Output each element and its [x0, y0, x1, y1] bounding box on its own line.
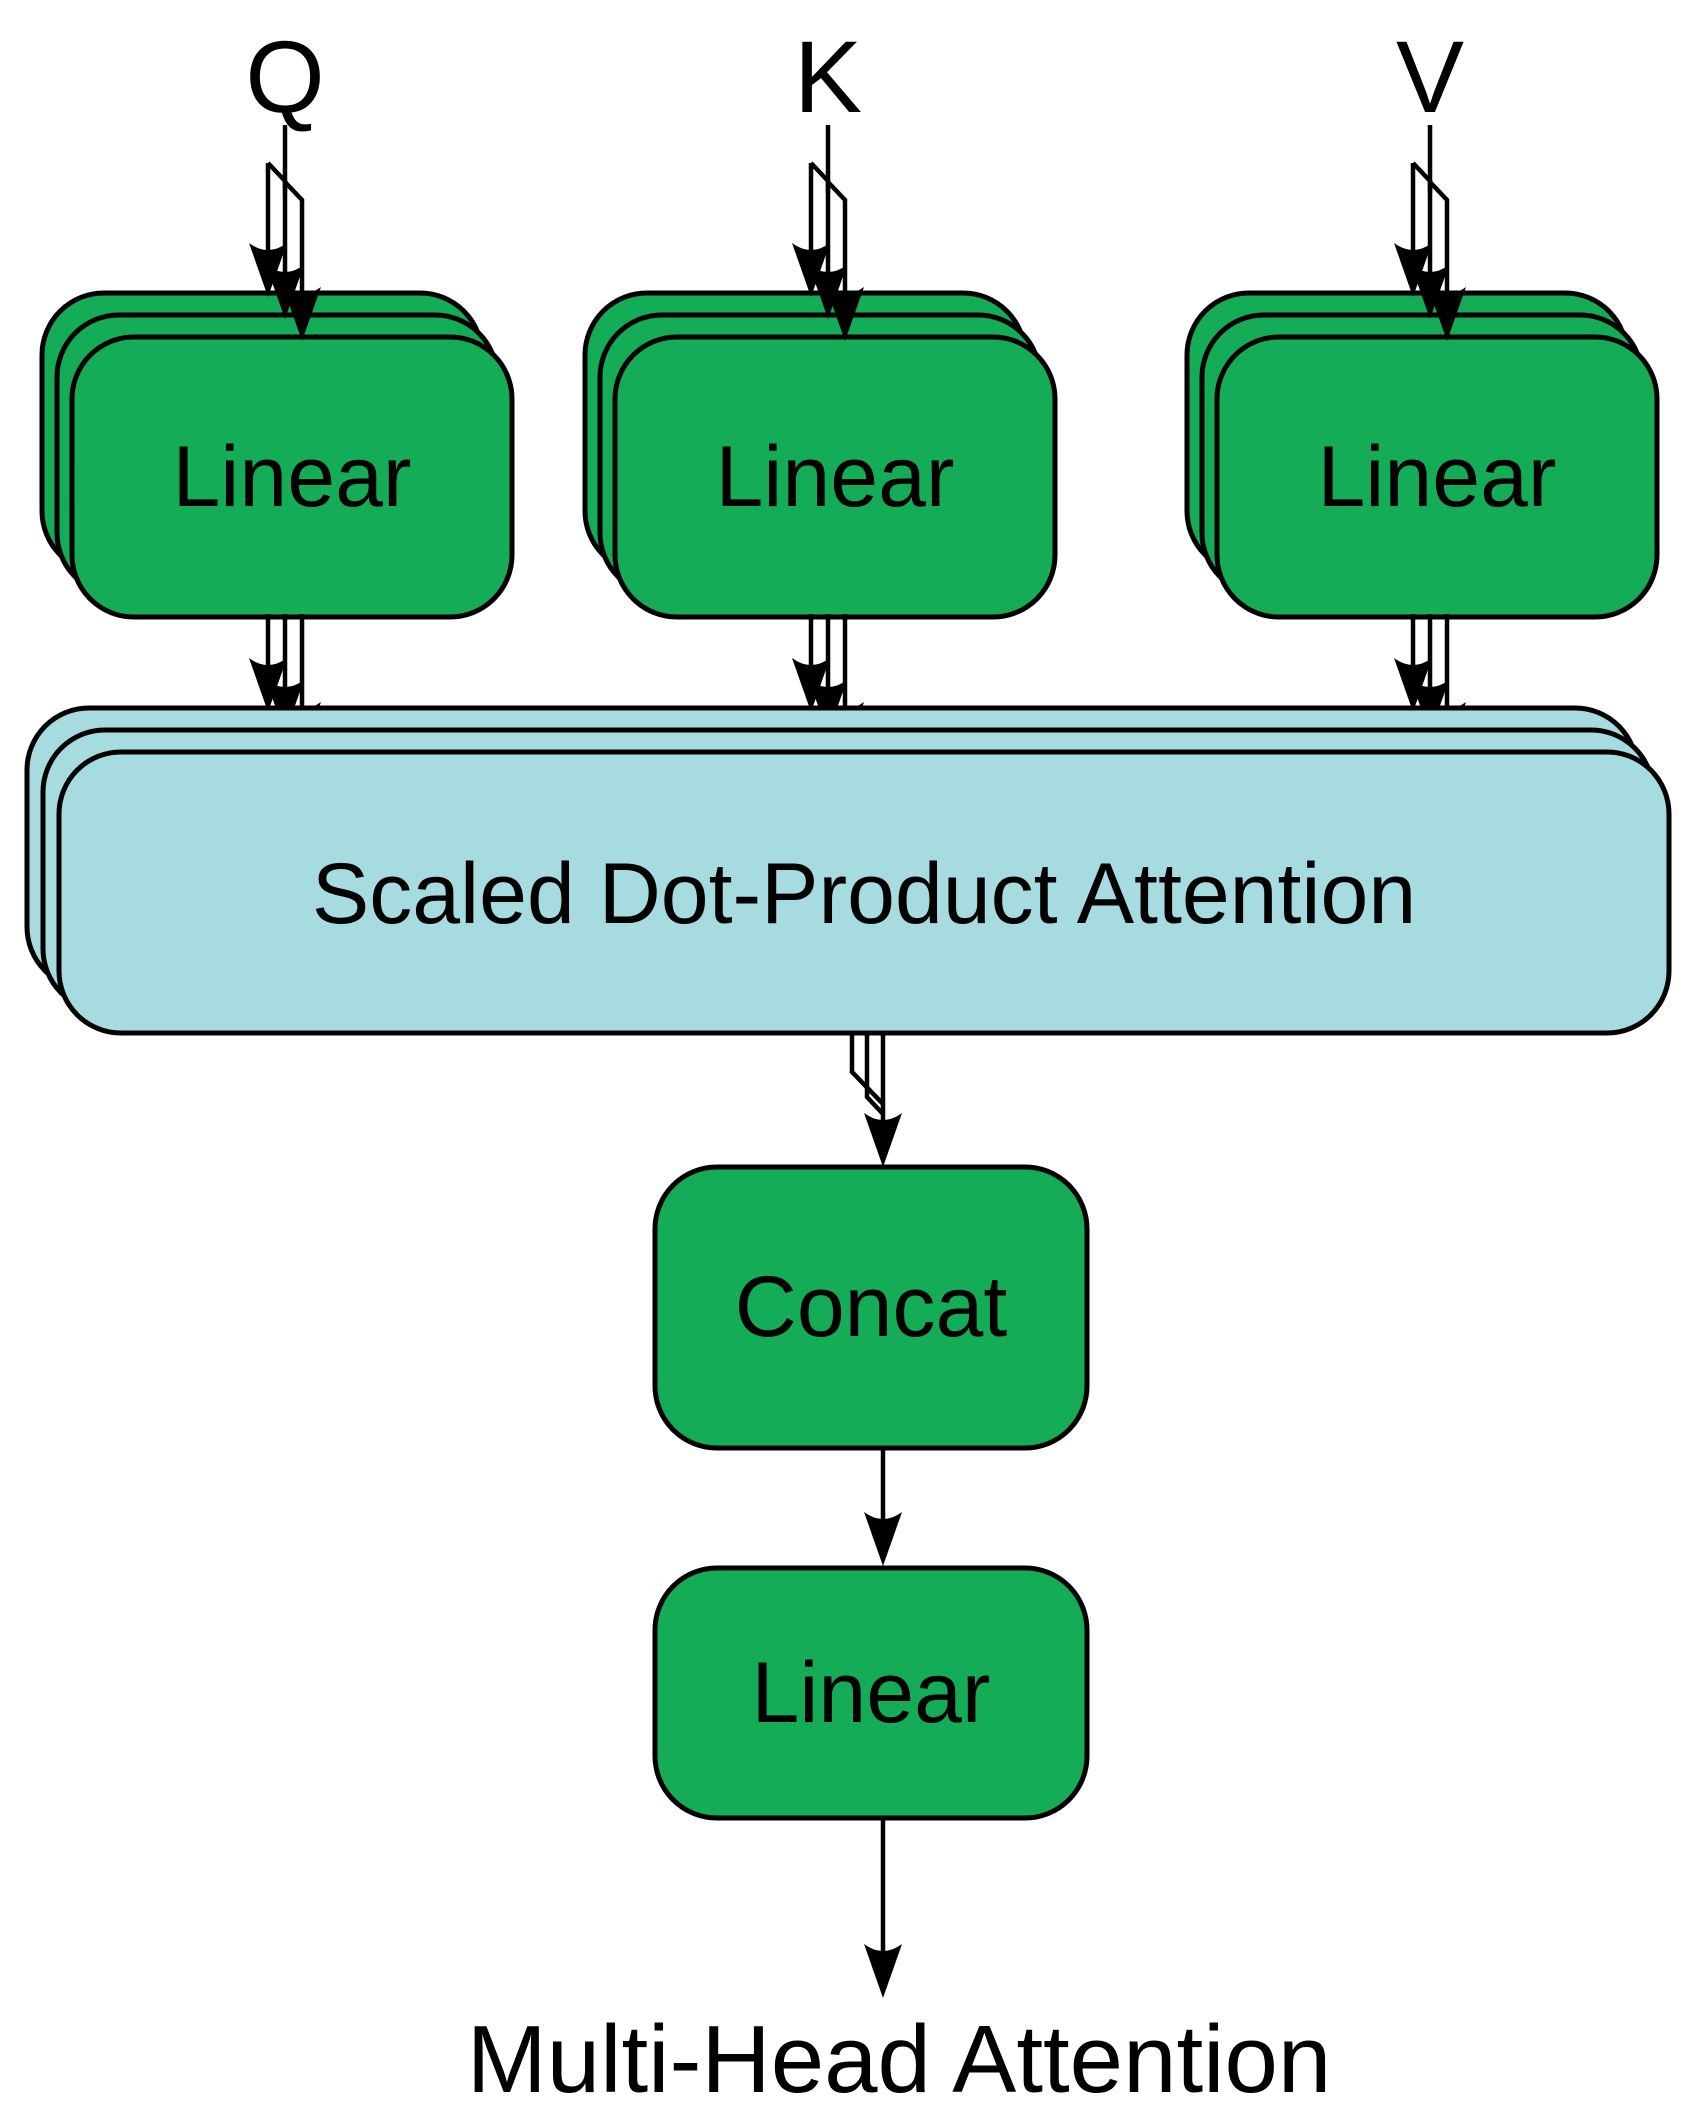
merge-arrow-bundle	[849, 1031, 902, 1167]
output-linear-box-label: Linear	[751, 1645, 990, 1741]
attention-box-front	[56, 749, 1672, 1036]
output-arrow-head	[864, 1944, 902, 1998]
concat-to-linear-arrow	[864, 1448, 902, 1566]
output-arrow	[864, 1818, 902, 1998]
scaled-dot-product-attention-stack: Scaled Dot-Product Attention	[24, 705, 1672, 1036]
attention-box-label: Scaled Dot-Product Attention	[312, 846, 1416, 942]
caption: Multi-Head Attention	[467, 2006, 1331, 2113]
merge-mid-line	[864, 1031, 885, 1116]
q-arrow-mid-shaft	[266, 161, 288, 287]
column-v: Linear V	[1184, 20, 1660, 756]
q-arrow-front-head	[283, 287, 321, 341]
concat-to-linear-head	[864, 1512, 902, 1566]
linear-stack-k: Linear	[582, 290, 1058, 620]
linear-box-k-front	[612, 334, 1058, 620]
concat-group: Concat	[652, 1164, 1090, 1451]
column-k: Linear K	[582, 20, 1058, 756]
linear-box-q-front	[69, 334, 515, 620]
v-arrow-front-shaft	[1428, 180, 1450, 309]
input-arrow-bundle-k	[792, 125, 864, 341]
concat-box	[652, 1164, 1090, 1451]
output-linear-box	[652, 1565, 1090, 1821]
output-linear-group: Linear	[652, 1565, 1090, 1821]
k-arrow-mid-shaft	[809, 161, 831, 287]
linear-stack-v: Linear	[1184, 290, 1660, 620]
linear-box-q-label: Linear	[172, 429, 411, 525]
concat-box-label: Concat	[735, 1259, 1008, 1355]
linear-box-v-front	[1214, 334, 1660, 620]
input-label-k: K	[794, 20, 862, 134]
merge-back-line	[849, 1031, 885, 1106]
input-label-v: V	[1396, 20, 1464, 134]
merge-arrow-head	[864, 1113, 902, 1167]
k-arrow-front-head	[826, 287, 864, 341]
linear-box-k-label: Linear	[715, 429, 954, 525]
input-arrow-bundle-v	[1394, 125, 1466, 341]
v-arrow-front-head	[1428, 287, 1466, 341]
linear-stack-q: Linear	[39, 290, 515, 620]
q-arrow-front-shaft	[283, 180, 305, 309]
k-arrow-front-shaft	[826, 180, 848, 309]
input-label-q: Q	[245, 20, 324, 134]
linear-box-v-label: Linear	[1317, 429, 1556, 525]
column-q: Linear Q	[39, 20, 515, 756]
v-arrow-mid-shaft	[1411, 161, 1433, 287]
input-arrow-bundle-q	[249, 125, 321, 341]
